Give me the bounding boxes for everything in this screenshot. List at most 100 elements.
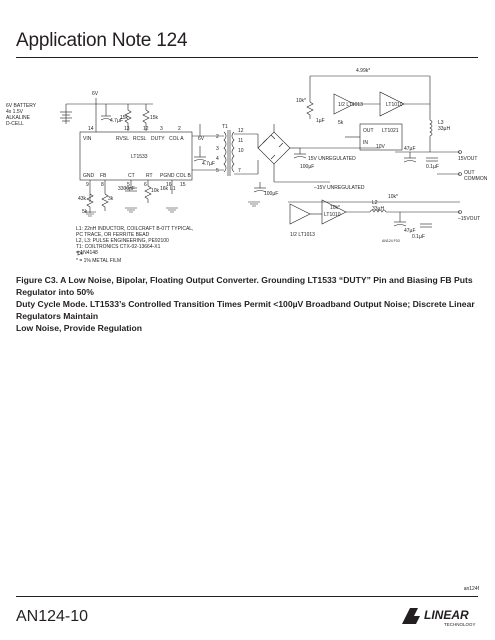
label-r15k-a: 15k [120, 115, 129, 121]
label-r10k-c: 10k* [330, 205, 340, 211]
label-r5k: 5k [82, 209, 88, 215]
battery-label-2: 4x 1.5V [6, 109, 24, 115]
label-out: OUT [363, 128, 374, 134]
label-cola: COL A [169, 136, 184, 142]
label-pin14: 14 [88, 126, 94, 132]
label-tp10: 10 [238, 148, 244, 154]
battery-label-3: ALKALINE [6, 115, 31, 121]
label-unreg-pos: 15V UNREGULATED [308, 156, 356, 162]
label-t1: T1 [222, 124, 228, 130]
label-r5k-b: 5k [338, 120, 344, 126]
page-number: AN124-10 [16, 608, 89, 625]
label-r3k: 3k [108, 196, 114, 202]
label-pin12: 12 [143, 126, 149, 132]
label-in: IN [363, 140, 368, 146]
label-r10k-star: 10k* [296, 98, 306, 104]
caption-line-1: Figure C3. A Low Noise, Bipolar, Floatin… [16, 275, 473, 297]
label-r43k: 43k [78, 196, 87, 202]
label-vin: VIN [83, 136, 92, 142]
label-l1: L1 [170, 186, 176, 192]
label-chip: LT1533 [131, 154, 148, 160]
note-line-5: = 1N4148 [76, 250, 98, 256]
label-c3300: 3300pF [118, 186, 135, 192]
diode-symbol [77, 250, 83, 256]
label-cap-47a: 4.7µF [110, 118, 123, 124]
label-tp4: 4 [216, 156, 219, 162]
label-rt: RT [146, 173, 153, 179]
caption-line-3: Low Noise, Provide Regulation [16, 323, 143, 333]
linear-technology-logo: LINEAR TECHNOLOGY [402, 608, 476, 627]
label-lt1013b: 1/2 LT1013 [290, 232, 315, 238]
label-vout-neg: –15VOUT [458, 216, 480, 222]
label-c100b: 100µF [264, 191, 278, 197]
label-l3: L3 [438, 120, 444, 126]
label-l2: L2 [372, 200, 378, 206]
label-out-common-2: COMMON [464, 176, 488, 182]
document-code: an124f [463, 586, 479, 592]
drawing-code: AN124 F03 [382, 239, 400, 243]
header-rule [16, 57, 478, 58]
circuit-schematic: 6V BATTERY 4x 1.5V ALKALINE D-CELL 6V 4.… [6, 68, 488, 264]
label-6v-a: 6V [92, 91, 99, 97]
logo-mark-icon [402, 608, 420, 624]
logo-subtext: TECHNOLOGY [444, 622, 476, 627]
label-pin13: 13 [124, 126, 130, 132]
label-r10k-a: 10k [151, 188, 160, 194]
note-line-1: L1: 22nH INDUCTOR, COILCRAFT B-07T TYPIC… [76, 226, 193, 232]
label-p8: 8 [101, 182, 104, 188]
label-l2val: 33µH [372, 206, 384, 212]
label-r16k: 16k [160, 186, 169, 192]
label-tp2: 2 [216, 134, 219, 140]
label-duty: DUTY [151, 136, 165, 142]
label-unreg-neg: –15V UNREGULATED [314, 185, 365, 191]
label-rvsl: RVSL [116, 136, 129, 142]
label-out-common-1: OUT [464, 170, 475, 176]
label-c1uf: 1µF [316, 118, 325, 124]
label-r10k-b: 10k* [388, 194, 398, 200]
logo-wordmark: LINEAR [424, 608, 469, 622]
label-tp12: 12 [238, 128, 244, 134]
label-pgnd: PGND [160, 173, 175, 179]
label-r15k-b: 15k [150, 115, 159, 121]
label-c01a: 0.1µF [426, 164, 439, 170]
note-line-4: T1: COILTRONICS CTX-02-13664-X1 [76, 244, 161, 250]
label-p6: 6 [144, 182, 147, 188]
label-colb: COL B [176, 173, 191, 179]
label-tp7: 7 [238, 168, 241, 174]
label-p9: 9 [86, 182, 89, 188]
figure-caption: Figure C3. A Low Noise, Bipolar, Floatin… [16, 274, 480, 334]
label-lt1010a: LT1010 [386, 102, 403, 108]
label-p16: 16 [166, 182, 172, 188]
note-line-2: PC TRACE, OR FERRITE BEAD [76, 232, 150, 238]
label-ct: CT [128, 173, 135, 179]
label-cap-47d: 47µF [404, 228, 416, 234]
label-10v: 10V [376, 144, 386, 150]
label-lt1021: LT1021 [382, 128, 399, 134]
label-c100a: 100µF [300, 164, 314, 170]
label-p5: 5 [127, 182, 130, 188]
page-title: Application Note 124 [16, 30, 188, 51]
label-cap-47c: 47µF [404, 146, 416, 152]
label-tp3: 3 [216, 146, 219, 152]
note-line-3: L2, L3: PULSE ENGINEERING, PE92100 [76, 238, 169, 244]
caption-line-2: Duty Cycle Mode. LT1533’s Controlled Tra… [16, 299, 475, 321]
label-fb: FB [100, 173, 107, 179]
label-r496: 4.99k* [356, 68, 370, 74]
label-rcsl: RCSL [133, 136, 147, 142]
label-pin3: 3 [160, 126, 163, 132]
battery-label-1: 6V BATTERY [6, 103, 37, 109]
label-lt1010b: LT1010 [324, 212, 341, 218]
battery-label-4: D-CELL [6, 121, 24, 127]
footer-rule [16, 596, 478, 597]
label-6v-b: 6V [198, 136, 205, 142]
label-cap-47b: 4.7µF [202, 161, 215, 167]
label-c01b: 0.1µF [412, 234, 425, 240]
label-pin2: 2 [178, 126, 181, 132]
label-vout-pos: 15VOUT [458, 156, 477, 162]
label-tp5: 5 [216, 168, 219, 174]
label-tp11: 11 [238, 138, 243, 144]
label-l3val: 33µH [438, 126, 450, 132]
label-p15: 15 [180, 182, 186, 188]
label-gnd: GND [83, 173, 95, 179]
note-line-6: * = 1% METAL FILM [76, 258, 121, 264]
